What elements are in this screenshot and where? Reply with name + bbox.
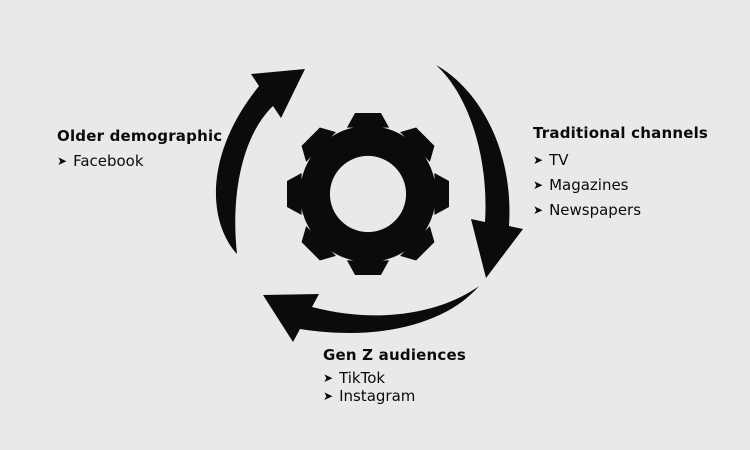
node-traditional-channels: Traditional channels ➤ TV ➤ Magazines ➤ … <box>533 124 708 222</box>
node-gen-z-audiences: Gen Z audiences ➤ TikTok ➤ Instagram <box>323 346 466 405</box>
gear-icon <box>286 113 450 275</box>
arrowhead-bullet-icon: ➤ <box>57 153 68 168</box>
item-label: Magazines <box>549 175 629 194</box>
cycle-arrow-right <box>436 65 523 278</box>
arrowhead-bullet-icon: ➤ <box>533 152 544 167</box>
gear-center-hole <box>329 155 407 233</box>
list-item: ➤ TikTok <box>323 369 466 387</box>
item-label: TV <box>549 150 569 169</box>
arrowhead-bullet-icon: ➤ <box>533 202 544 217</box>
node-items: ➤ TikTok ➤ Instagram <box>323 369 466 405</box>
item-label: Newspapers <box>549 200 642 219</box>
node-items: ➤ TV ➤ Magazines ➤ Newspapers <box>533 147 708 222</box>
cycle-arrow-bottom <box>263 286 479 342</box>
item-label: TikTok <box>339 369 386 387</box>
item-label: Facebook <box>73 151 144 170</box>
list-item: ➤ TV <box>533 147 708 172</box>
list-item: ➤ Instagram <box>323 387 466 405</box>
node-title: Traditional channels <box>533 124 709 142</box>
item-label: Instagram <box>339 387 416 405</box>
node-title: Older demographic <box>57 127 223 145</box>
arrowhead-bullet-icon: ➤ <box>323 389 334 403</box>
node-older-demographic: Older demographic ➤ Facebook <box>57 127 222 171</box>
list-item: ➤ Magazines <box>533 172 708 197</box>
arrowhead-bullet-icon: ➤ <box>533 177 544 192</box>
list-item: ➤ Newspapers <box>533 197 708 222</box>
node-title: Gen Z audiences <box>323 346 467 364</box>
node-items: ➤ Facebook <box>57 150 222 171</box>
arrowhead-bullet-icon: ➤ <box>323 371 334 385</box>
list-item: ➤ Facebook <box>57 150 222 171</box>
cycle-arrow-top-left <box>215 69 305 254</box>
